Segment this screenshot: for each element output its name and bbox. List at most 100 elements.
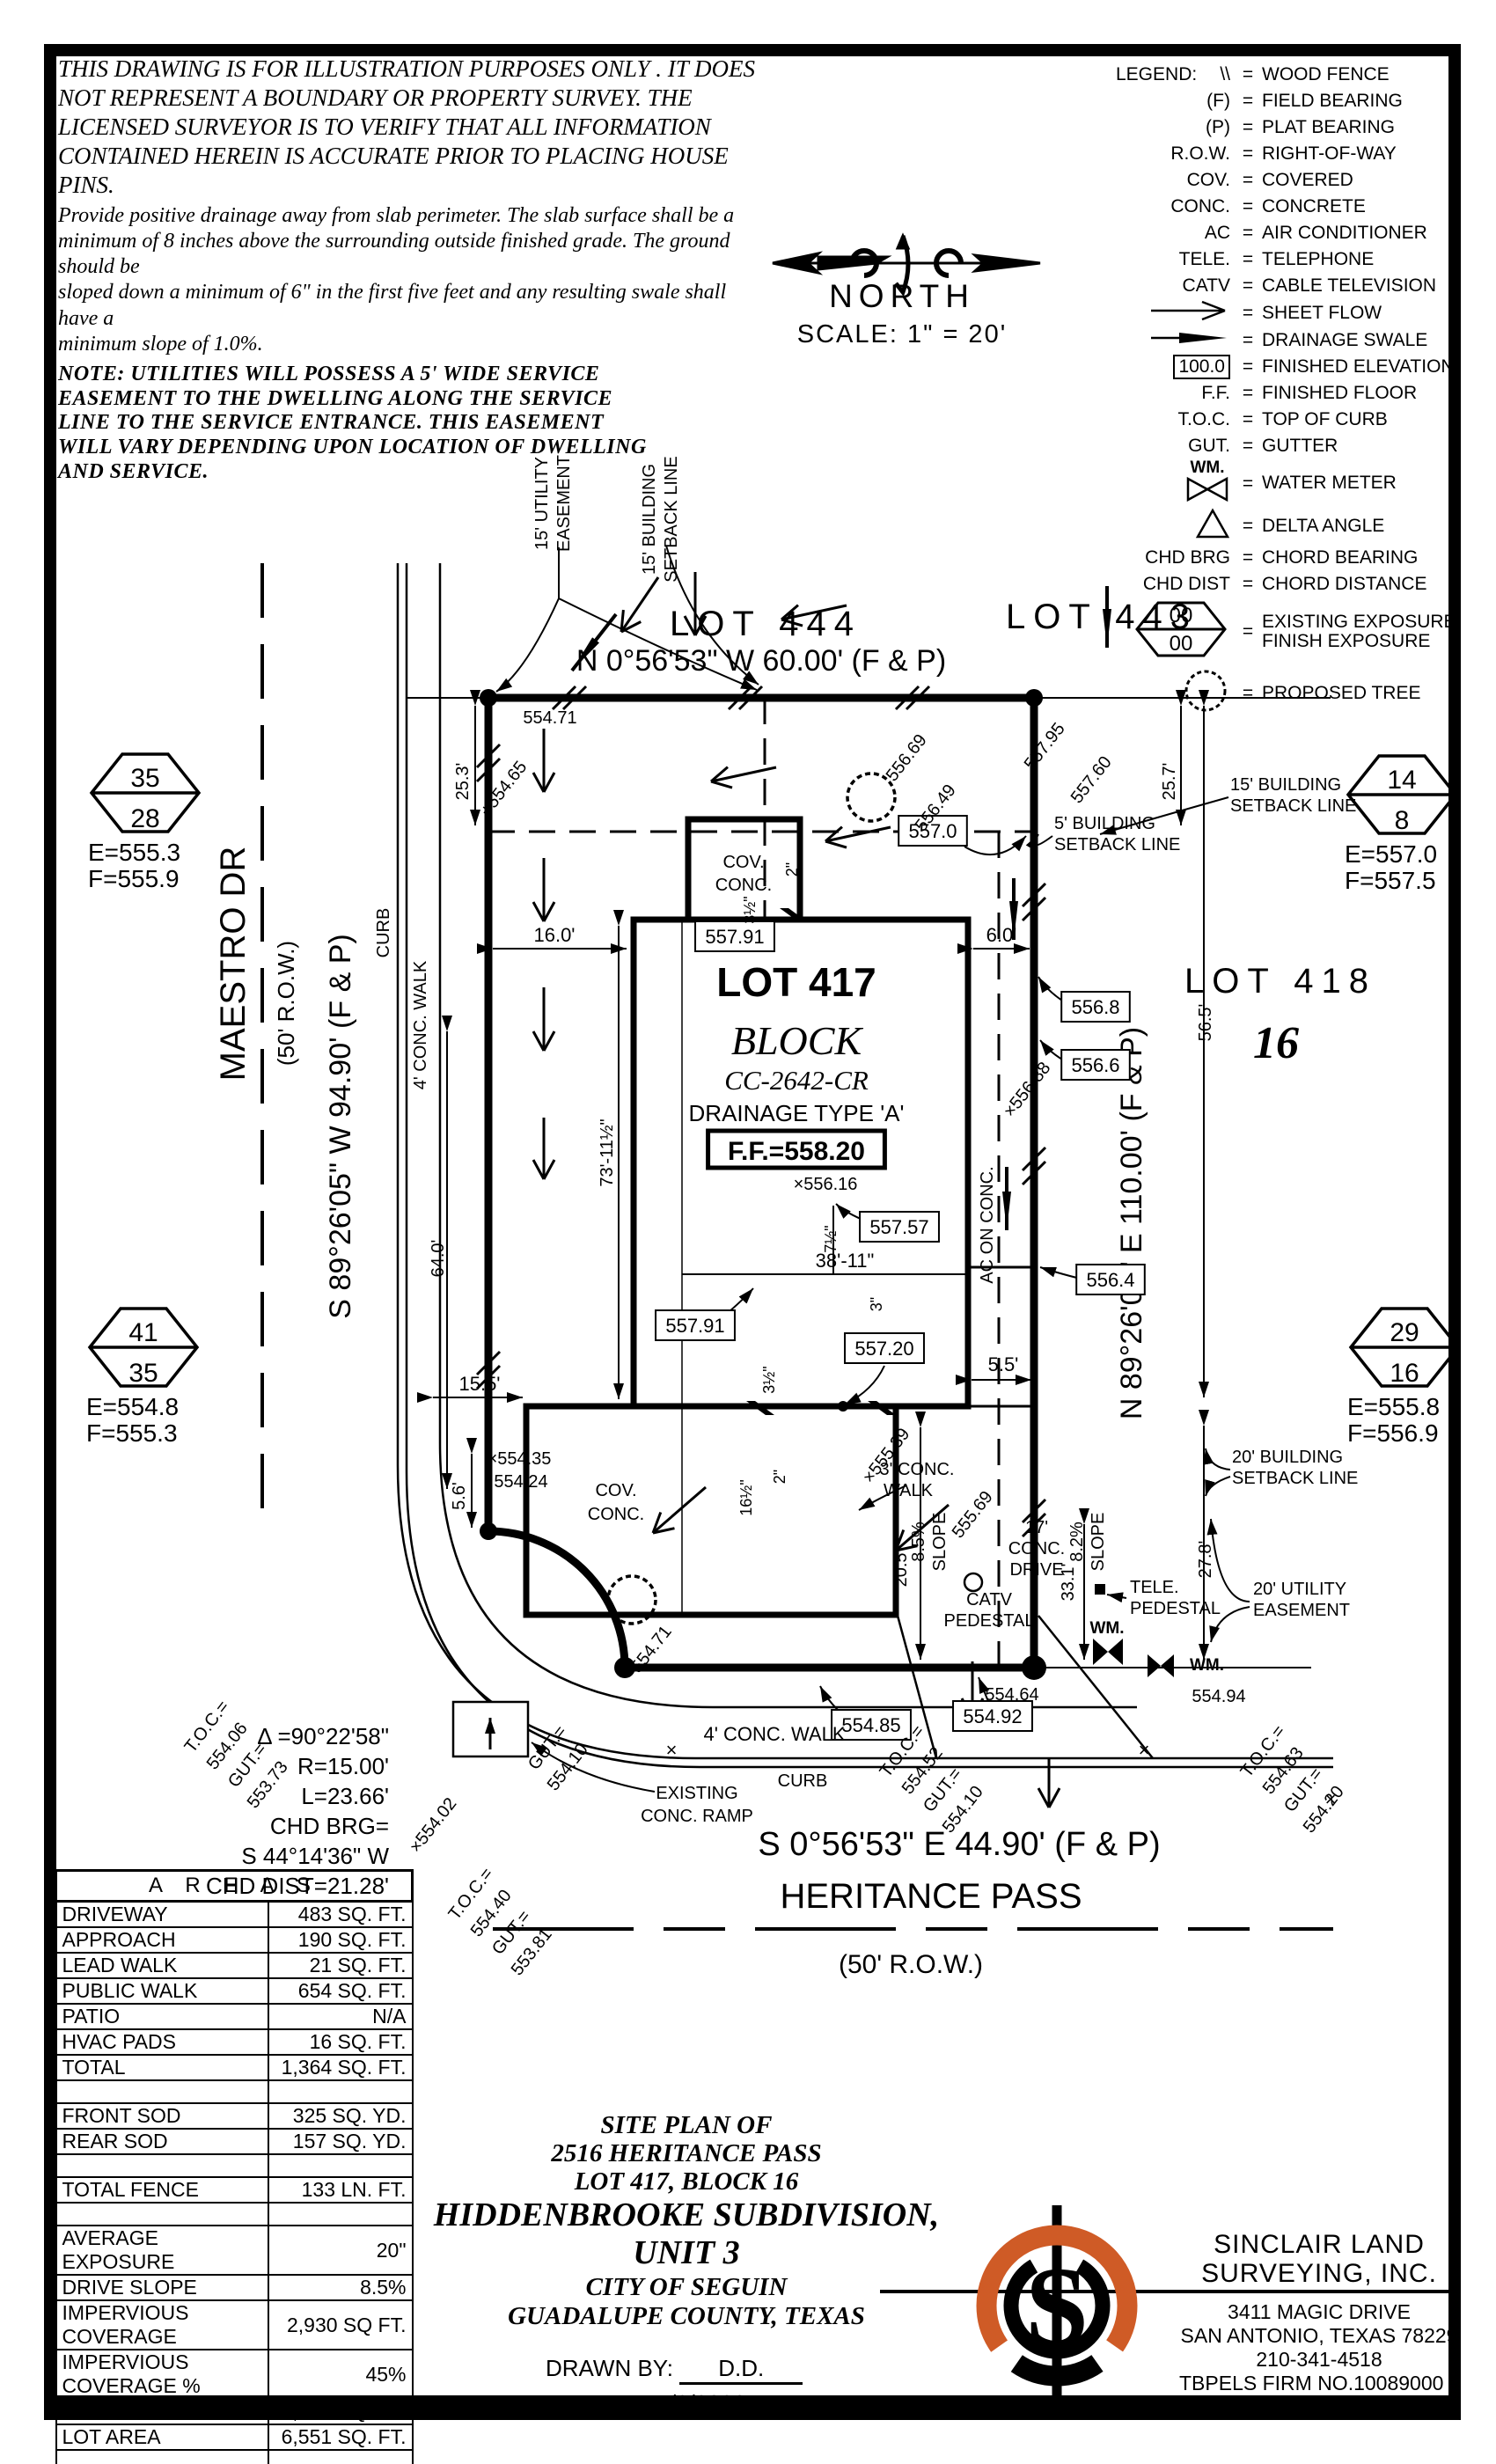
legend-equals: = — [1242, 196, 1254, 216]
legend-row: CONC. = CONCRETE — [1116, 194, 1461, 220]
legend-row: TELE.=TELEPHONE — [1116, 246, 1461, 273]
utilities-note: NOTE: UTILITIES WILL POSSESS A 5' WIDE S… — [58, 363, 647, 483]
legend-equals: = — [1242, 330, 1254, 350]
plan-label: SETBACK LINE — [1230, 796, 1356, 816]
plan-label: 33.1' — [1059, 1564, 1078, 1602]
plan-label: N 0°56'53" W 60.00' (F & P) — [576, 644, 946, 678]
legend-desc: DRAINAGE SWALE — [1262, 329, 1428, 350]
legend-desc: TOP OF CURB — [1262, 408, 1388, 429]
plan-label: 15' BUILDING — [1230, 775, 1341, 795]
drawn-by-value: D.D. — [679, 2355, 803, 2385]
plan-label: ×554.35 — [488, 1449, 552, 1469]
legend-row: T.O.C.=TOP OF CURB — [1116, 407, 1461, 433]
legend-equals: = — [1242, 409, 1254, 429]
plan-label: 555.69 — [949, 1487, 997, 1542]
sheet-border — [44, 44, 1461, 2420]
areas-value: 654 SQ. FT. — [267, 1977, 414, 2005]
areas-value: 157 SQ. YD. — [267, 2128, 414, 2155]
elevation-box — [1060, 1049, 1131, 1081]
surveyor-name-2: SURVEYING, INC. — [1201, 2259, 1437, 2288]
legend-equals: = — [1242, 574, 1254, 594]
plan-label: 556.6 — [1071, 1054, 1119, 1076]
plan-label: 41 — [128, 1318, 158, 1347]
elevation-box — [859, 1211, 940, 1243]
illustration-note: THIS DRAWING IS FOR ILLUSTRATION PURPOSE… — [58, 55, 755, 198]
date-label: DATE: — [546, 2389, 612, 2416]
plan-label: EASEMENT — [1253, 1601, 1350, 1620]
legend-row: (F)=FIELD BEARING — [1116, 88, 1461, 114]
plan-label: F.F.=558.20 — [728, 1137, 865, 1166]
title-city: CITY OF SEGUIN — [585, 2273, 788, 2302]
text-symbol: CATV — [1182, 275, 1230, 296]
legend-row: CHD DIST=CHORD DISTANCE — [1116, 571, 1461, 598]
plan-label: 556.8 — [1071, 996, 1119, 1018]
plan-label: 554.71 — [523, 708, 576, 728]
plan-label: 3' CONC. — [880, 1460, 955, 1479]
plan-label: BLOCK — [731, 1018, 864, 1063]
legend-desc: CONCRETE — [1262, 195, 1366, 216]
text-symbol: (F) — [1206, 91, 1230, 111]
plan-label: 35 — [130, 764, 159, 793]
legend-desc: COVERED — [1262, 169, 1353, 190]
legend-row: (P)=PLAT BEARING — [1116, 114, 1461, 141]
text-symbol: R.O.W. — [1170, 143, 1230, 164]
legend-row: \\=WOOD FENCE — [1116, 62, 1461, 88]
plan-label: 38'-11" — [816, 1250, 875, 1272]
plan-label: WALK — [884, 1481, 934, 1500]
areas-label: AVERAGE EXPOSURE — [55, 2225, 269, 2276]
plan-label: 4' CONC. WALK — [411, 960, 430, 1089]
plan-label: SLOPE — [1089, 1513, 1108, 1572]
legend-desc: WATER METER — [1262, 473, 1397, 494]
plan-label: 557.91 — [705, 926, 764, 948]
legend-row: COV.=COVERED — [1116, 167, 1461, 194]
plan-label: 2" — [783, 862, 801, 876]
surveyor-phone: 210-341-4518 — [1256, 2348, 1382, 2372]
areas-label: DRIVE SLOPE — [55, 2274, 269, 2301]
plan-label: CURB — [374, 908, 393, 958]
arrow-solid-symbol — [1116, 328, 1234, 353]
areas-label — [55, 2202, 269, 2226]
areas-value: N/A — [267, 2003, 414, 2030]
text-symbol: GUT. — [1188, 436, 1230, 456]
plan-label: WM. — [1089, 1619, 1124, 1638]
plan-label: (50' R.O.W.) — [839, 1950, 983, 1979]
plan-label: LOT 418 — [1184, 962, 1376, 1001]
legend-row: =SHEET FLOW — [1116, 299, 1461, 327]
areas-label: TOTAL — [55, 2054, 269, 2081]
areas-value: 8.5% — [267, 2274, 414, 2301]
plan-label: 5.5' — [988, 1353, 1019, 1375]
legend-desc: GUTTER — [1262, 435, 1338, 456]
plan-label: CHD BRG= — [270, 1813, 389, 1839]
plan-label: 27.8' — [1196, 1541, 1215, 1579]
areas-value: 2,930 SQ FT. — [267, 2299, 414, 2350]
text-symbol: F.F. — [1201, 383, 1230, 403]
plan-label: 3½" — [741, 896, 759, 923]
text-symbol: CONC. — [1170, 196, 1230, 216]
elevation-box — [898, 815, 968, 847]
plan-label: F=557.5 — [1345, 867, 1436, 894]
legend-equals: = — [1242, 547, 1254, 568]
legend-row: R.O.W.=RIGHT-OF-WAY — [1116, 141, 1461, 167]
areas-value: 1,364 SQ. FT. — [267, 2054, 414, 2081]
plan-label: 554.85 — [841, 1714, 900, 1736]
legend-row: CHD BRG=CHORD BEARING — [1116, 545, 1461, 571]
plan-label: CONC. — [588, 1505, 644, 1524]
title-address: 2516 HERITANCE PASS — [551, 2138, 822, 2167]
areas-value: 6,551 SQ. FT. — [267, 2424, 414, 2451]
north-label: NORTH — [829, 278, 975, 314]
plan-label: 557.91 — [665, 1315, 724, 1337]
areas-value — [267, 2153, 414, 2178]
plan-label: SETBACK LINE — [1232, 1469, 1358, 1488]
legend-equals: = — [1242, 621, 1254, 642]
areas-label: PUBLIC WALK — [55, 1977, 269, 2005]
